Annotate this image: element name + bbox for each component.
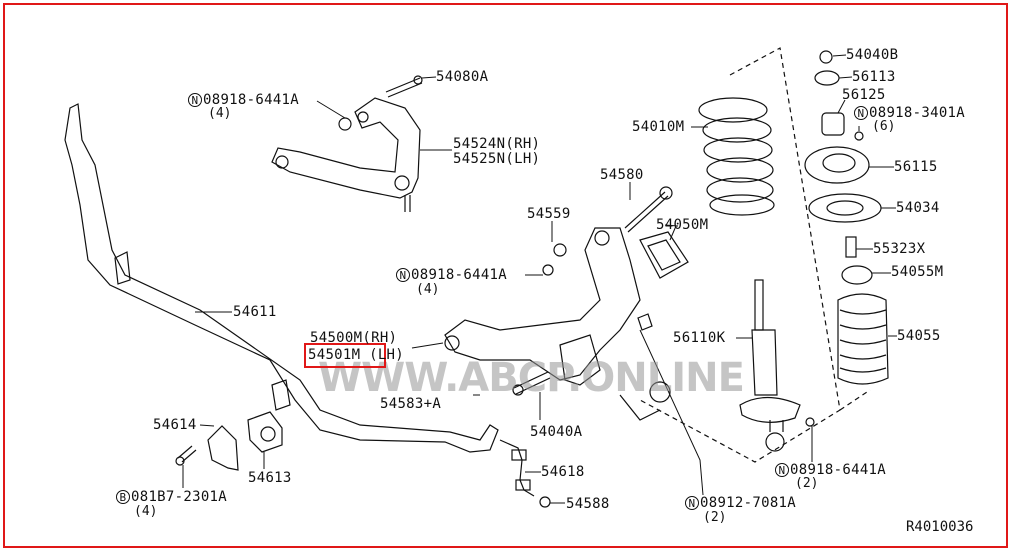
- part-label-56110K[interactable]: 56110K: [673, 330, 726, 346]
- qty-mount-nut: (6): [872, 119, 896, 134]
- part-label-54040A[interactable]: 54040A: [530, 424, 583, 440]
- qty-lower-nut: (4): [416, 282, 440, 297]
- part-label-55323X[interactable]: 55323X: [873, 241, 926, 257]
- part-label-54559[interactable]: 54559: [527, 206, 571, 222]
- stabilizer-link: [499, 439, 551, 508]
- part-label-54580[interactable]: 54580: [600, 167, 644, 183]
- part-label-54613[interactable]: 54613: [248, 470, 292, 486]
- shock-absorber: [739, 279, 815, 452]
- coil-spring: [639, 47, 871, 463]
- qty-bracket-bolt: (4): [134, 504, 158, 519]
- part-label-54588[interactable]: 54588: [566, 496, 610, 512]
- leader-lines: [182, 54, 897, 504]
- part-label-54525N[interactable]: 54525N(LH): [453, 151, 541, 167]
- part-label-54055M[interactable]: 54055M: [891, 264, 944, 280]
- qty-shock-nut: (2): [795, 476, 819, 491]
- part-label-54050M[interactable]: 54050M: [656, 217, 709, 233]
- n-symbol-icon: N: [396, 268, 410, 282]
- n-symbol-icon: N: [775, 463, 789, 477]
- upper-control-arm: [271, 75, 423, 212]
- part-label-54010M[interactable]: 54010M: [632, 119, 685, 135]
- highlight-box: [304, 343, 386, 368]
- n-symbol-icon: N: [685, 496, 699, 510]
- b-symbol-icon: B: [116, 490, 130, 504]
- part-label-54524N[interactable]: 54524N(RH): [453, 136, 541, 152]
- diagram-reference-number: R4010036: [906, 519, 974, 535]
- part-label-54501M[interactable]: 54501M (LH): [308, 347, 405, 363]
- part-label-54614[interactable]: 54614: [153, 417, 197, 433]
- lower-control-arm: [444, 186, 689, 421]
- part-label-54040B[interactable]: 54040B: [846, 47, 899, 63]
- part-label-54611[interactable]: 54611: [233, 304, 277, 320]
- part-label-54618[interactable]: 54618: [541, 464, 585, 480]
- part-label-54500M[interactable]: 54500M(RH): [310, 330, 398, 346]
- part-label-54080A[interactable]: 54080A: [436, 69, 489, 85]
- part-label-54583[interactable]: 54583+A: [380, 396, 442, 412]
- stabilizer-bushing-and-clamp: [175, 411, 283, 471]
- qty-upper-nut: (4): [208, 106, 232, 121]
- n-symbol-icon: N: [188, 93, 202, 107]
- part-label-56125[interactable]: 56125: [842, 87, 886, 103]
- part-label-54055[interactable]: 54055: [897, 328, 941, 344]
- stabilizer-bar: [64, 103, 499, 453]
- part-label-56113[interactable]: 56113: [852, 69, 896, 85]
- part-label-54034[interactable]: 54034: [896, 200, 940, 216]
- diagram-border: [3, 3, 1008, 548]
- part-label-56115[interactable]: 56115: [894, 159, 938, 175]
- watermark: WWW.ABCP.ONLINE: [318, 355, 745, 401]
- qty-shock-bolt: (2): [703, 510, 727, 525]
- n-symbol-icon: N: [854, 106, 868, 120]
